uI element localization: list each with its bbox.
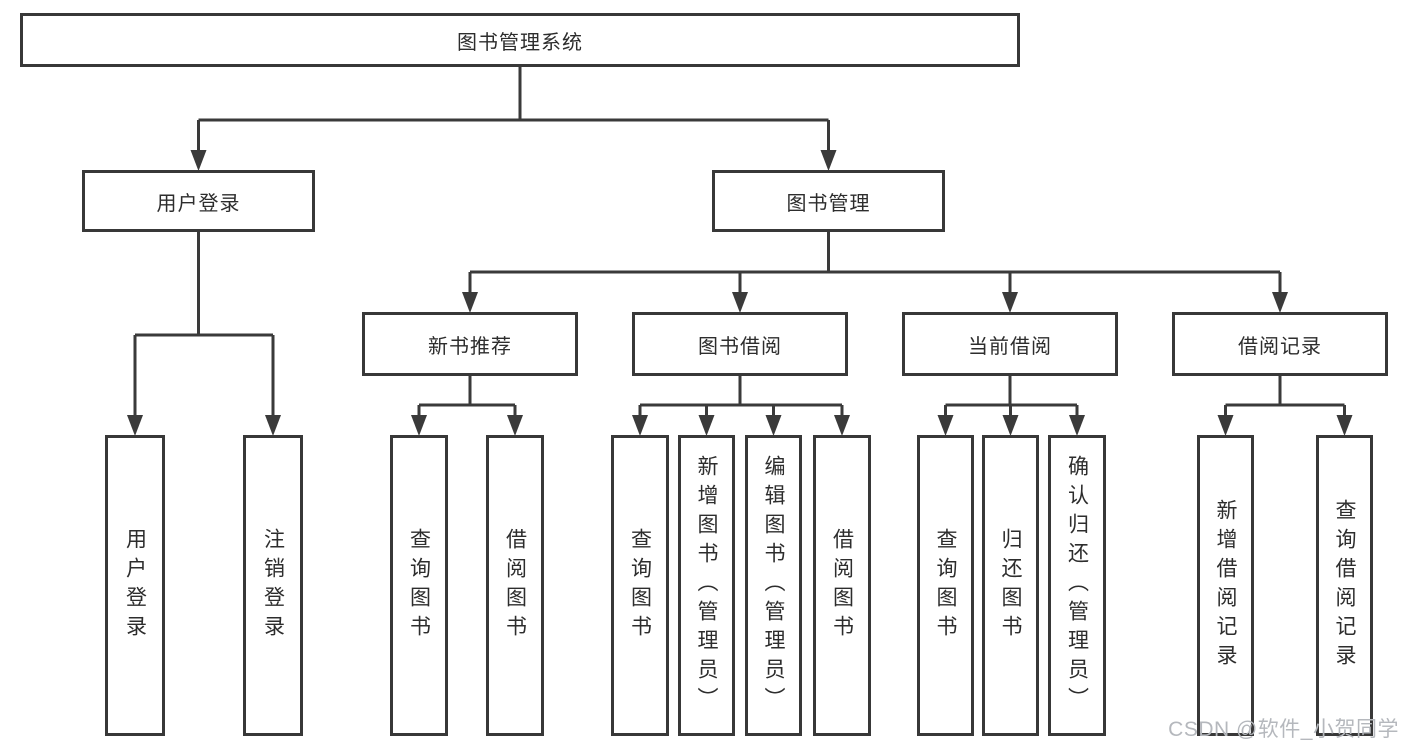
leaf-records-add-borrow-record: 新增借阅记录 xyxy=(1197,435,1254,736)
node-system: 图书管理系统 xyxy=(20,13,1020,67)
leaf-user-login: 用户登录 xyxy=(105,435,165,736)
node-book-management: 图书管理 xyxy=(712,170,945,232)
connector-root xyxy=(190,67,837,171)
node-current-borrowing: 当前借阅 xyxy=(902,312,1118,376)
leaf-borrowing-add-books-admin: 新增图书（管理员） xyxy=(678,435,735,736)
leaf-recommend-query-books: 查询图书 xyxy=(390,435,448,736)
leaf-records-query-borrow-record: 查询借阅记录 xyxy=(1316,435,1373,736)
leaf-current-query-books: 查询图书 xyxy=(917,435,974,736)
connector-borrowing xyxy=(632,376,850,436)
leaf-borrowing-query-books: 查询图书 xyxy=(611,435,669,736)
leaf-logout: 注销登录 xyxy=(243,435,303,736)
node-new-book-recommendation: 新书推荐 xyxy=(362,312,578,376)
leaf-borrowing-borrow-books: 借阅图书 xyxy=(813,435,871,736)
connector-current-borrowing xyxy=(937,376,1085,436)
connector-user-login xyxy=(127,232,281,436)
node-book-borrowing: 图书借阅 xyxy=(632,312,848,376)
leaf-recommend-borrow-books: 借阅图书 xyxy=(486,435,544,736)
leaf-current-confirm-return-admin: 确认归还（管理员） xyxy=(1048,435,1106,736)
csdn-watermark: CSDN @软件_小贺同学 xyxy=(1168,718,1399,741)
connector-borrowing-records xyxy=(1217,376,1353,436)
node-borrowing-records: 借阅记录 xyxy=(1172,312,1388,376)
leaf-borrowing-edit-books-admin: 编辑图书（管理员） xyxy=(745,435,802,736)
connector-recommendation xyxy=(411,376,523,436)
node-user-login: 用户登录 xyxy=(82,170,315,232)
leaf-current-return-books: 归还图书 xyxy=(982,435,1039,736)
connector-book-management xyxy=(462,232,1288,313)
